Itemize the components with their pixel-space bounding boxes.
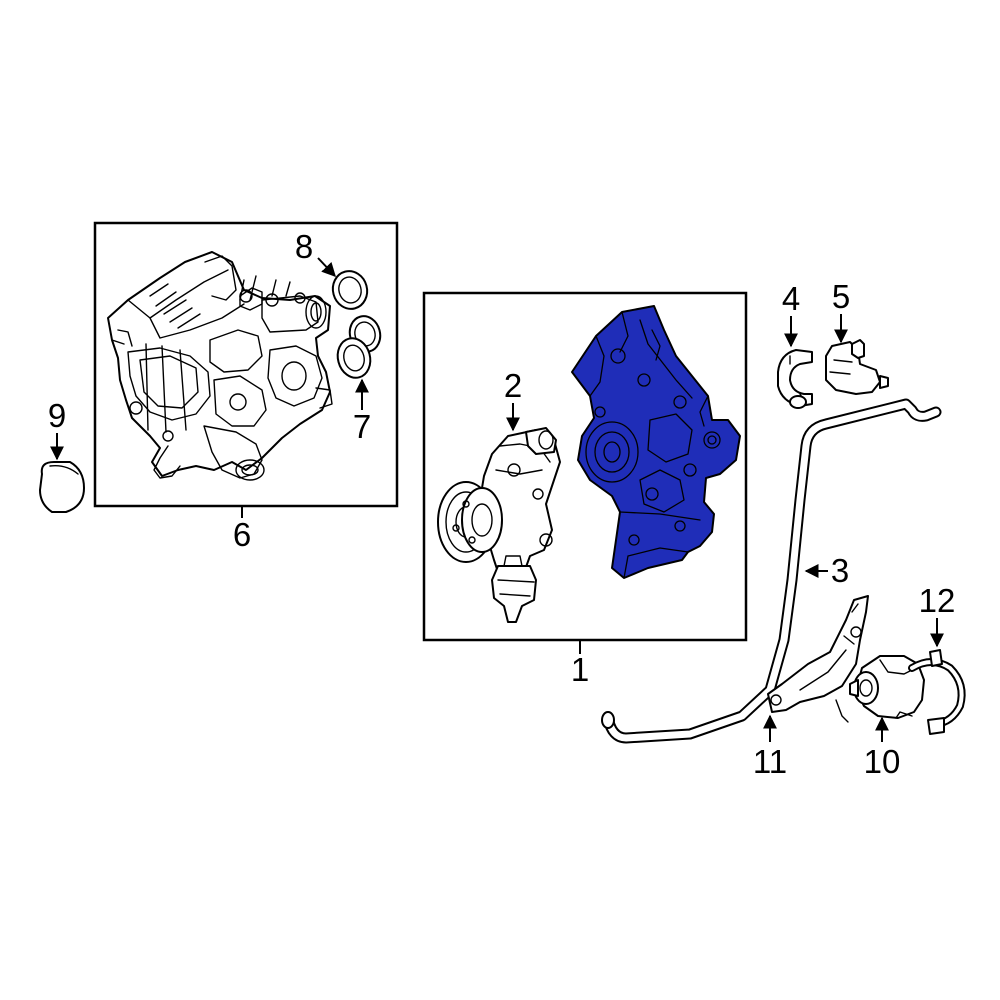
part-6-water-pump-housing-assembly[interactable] — [107, 251, 333, 481]
part-12-strap-clamp[interactable] — [908, 649, 966, 735]
part-5-valve[interactable] — [825, 339, 889, 395]
callout-6: 6 — [233, 516, 251, 553]
part-10-auxiliary-pump[interactable] — [849, 655, 925, 719]
part-11-bracket[interactable] — [767, 595, 869, 723]
callout-5: 5 — [832, 278, 850, 315]
callout-leaders — [50, 257, 944, 742]
part-4-clip[interactable] — [777, 349, 813, 409]
part-2-water-pump[interactable] — [437, 427, 561, 623]
group-box-1 — [422, 291, 748, 642]
group-box-6 — [93, 221, 399, 508]
part-7-o-rings[interactable] — [333, 313, 384, 382]
part-1-body — [571, 305, 741, 579]
callout-7: 7 — [353, 408, 371, 445]
callout-11: 11 — [753, 743, 787, 780]
part-3-coolant-pipe[interactable] — [601, 398, 942, 744]
callout-2: 2 — [504, 367, 522, 404]
callout-10: 10 — [864, 743, 901, 780]
part-1-housing-highlighted[interactable] — [571, 305, 741, 579]
callout-8: 8 — [295, 228, 313, 265]
callout-1: 1 — [571, 651, 589, 688]
part-8-o-ring[interactable] — [329, 267, 372, 313]
callout-9: 9 — [48, 397, 66, 434]
part-9-cap[interactable] — [39, 461, 85, 513]
callout-3: 3 — [831, 552, 849, 589]
callout-4: 4 — [782, 280, 800, 317]
callout-12: 12 — [919, 582, 956, 619]
